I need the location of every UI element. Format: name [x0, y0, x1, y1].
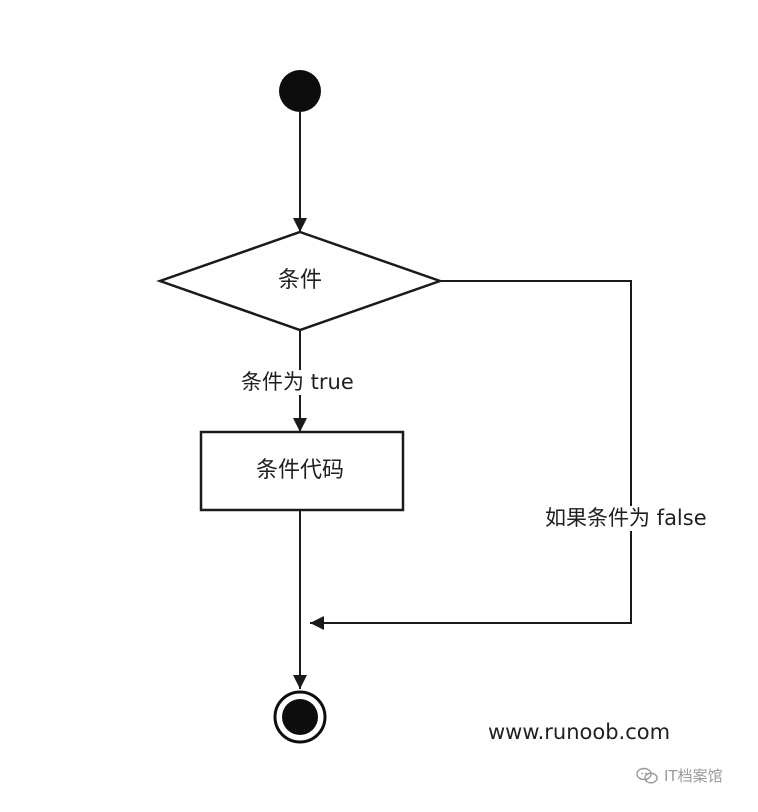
credit-url: www.runoob.com: [488, 720, 671, 744]
condition-label: 条件: [278, 268, 323, 293]
end-node-inner: [282, 699, 318, 735]
true-branch-label: 条件为 true: [239, 370, 356, 395]
watermark-text: IT档案馆: [664, 766, 723, 785]
code-label: 条件代码: [256, 458, 345, 483]
edge-false-branch: [310, 280, 632, 630]
chat-bubble-icon: [636, 767, 658, 784]
code-node: [199, 430, 405, 512]
start-node: [279, 70, 321, 112]
false-branch-label: 如果条件为 false: [543, 506, 709, 531]
watermark: IT档案馆: [636, 767, 723, 785]
